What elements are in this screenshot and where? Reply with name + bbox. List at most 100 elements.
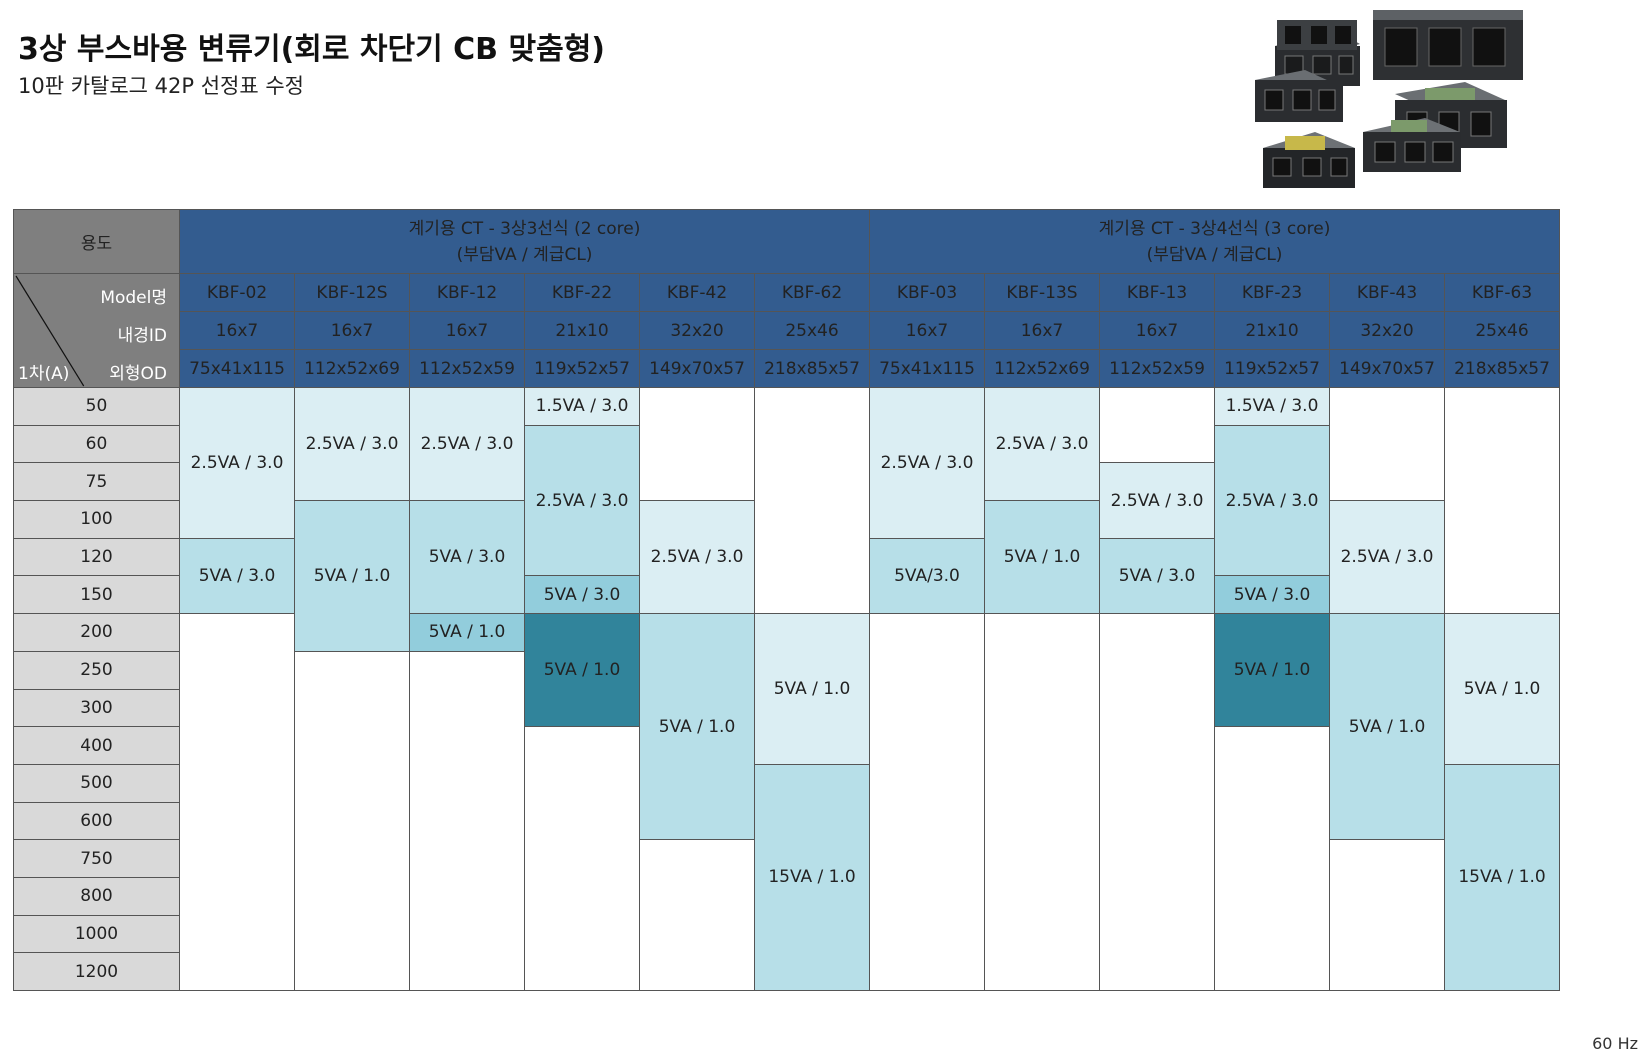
col-model-7: KBF-13S: [984, 273, 1100, 312]
rating-cell: 2.5VA / 3.0: [1214, 424, 1330, 577]
col-id-8: 16x7: [1099, 311, 1215, 350]
diagonal-line: [15, 275, 85, 387]
col-id-0: 16x7: [179, 311, 295, 350]
rating-cell: 2.5VA / 3.0: [869, 387, 985, 539]
col-id-10: 32x20: [1329, 311, 1445, 350]
col-id-11: 25x46: [1444, 311, 1560, 350]
page-subtitle: 10판 카탈로그 42P 선정표 수정: [18, 74, 305, 98]
rating-cell: 5VA / 1.0: [524, 613, 640, 728]
col-id-4: 32x20: [639, 311, 755, 350]
empty-cell: [639, 386, 755, 502]
rating-cell: 5VA/3.0: [869, 537, 985, 615]
col-od-5: 218x85x57: [754, 349, 870, 388]
rating-cell: 5VA / 1.0: [1444, 613, 1560, 765]
empty-cell: [984, 613, 1100, 991]
table-row: 800: [13, 876, 1560, 916]
primary-current-cell: 100: [13, 500, 180, 539]
rating-cell: 1.5VA / 3.0: [1214, 387, 1330, 426]
primary-current-cell: 50: [13, 387, 180, 426]
empty-cell: [1444, 386, 1560, 615]
rating-cell: 5VA / 1.0: [984, 500, 1100, 615]
table-row: 400: [13, 726, 1560, 991]
primary-current-cell: 400: [13, 726, 180, 765]
col-od-10: 149x70x57: [1329, 349, 1445, 388]
primary-current-label: 1차(A): [18, 364, 70, 384]
empty-cell: [1329, 386, 1445, 502]
table-row: 300: [13, 688, 1560, 728]
col-od-1: 112x52x69: [294, 349, 410, 388]
rating-cell: 5VA / 1.0: [1329, 613, 1445, 841]
primary-current-cell: 200: [13, 613, 180, 652]
primary-current-cell: 250: [13, 650, 180, 690]
product-photo: [1255, 10, 1523, 188]
col-od-2: 112x52x59: [409, 349, 525, 388]
col-id-7: 16x7: [984, 311, 1100, 350]
rating-cell: 2.5VA / 3.0: [294, 386, 410, 502]
group-header-3phase-3wire: 계기용 CT - 3상3선식 (2 core) (부담VA / 계급CL): [179, 209, 870, 274]
empty-cell: [524, 726, 640, 991]
empty-cell: [294, 650, 410, 992]
page-title: 3상 부스바용 변류기(회로 차단기 CB 맞춤형): [18, 32, 605, 67]
rating-cell: 2.5VA / 3.0: [639, 500, 755, 615]
group1-subtitle: (부담VA / 계급CL): [456, 244, 593, 265]
col-model-8: KBF-13: [1099, 273, 1215, 312]
col-model-11: KBF-63: [1444, 273, 1560, 312]
empty-cell: [1329, 839, 1445, 991]
rating-cell: 5VA / 1.0: [294, 500, 410, 652]
rating-cell: 5VA / 1.0: [754, 613, 870, 765]
col-id-9: 21x10: [1214, 311, 1330, 350]
table-row: 600: [13, 801, 1560, 841]
primary-current-cell: 750: [13, 839, 180, 878]
primary-current-cell: 300: [13, 688, 180, 728]
col-od-9: 119x52x57: [1214, 349, 1330, 388]
col-model-9: KBF-23: [1214, 273, 1330, 312]
group2-title: 계기용 CT - 3상4선식 (3 core): [1098, 218, 1331, 239]
usage-header: 용도: [13, 209, 180, 274]
rating-cell: 5VA / 1.0: [409, 613, 525, 652]
model-label: Model명: [100, 288, 167, 308]
rating-cell: 5VA / 3.0: [1099, 537, 1215, 615]
col-model-4: KBF-42: [639, 273, 755, 312]
rating-cell: 5VA / 1.0: [1214, 613, 1330, 728]
col-od-7: 112x52x69: [984, 349, 1100, 388]
inner-diameter-label: 내경ID: [117, 326, 167, 346]
rating-cell: 5VA / 3.0: [409, 500, 525, 615]
col-od-11: 218x85x57: [1444, 349, 1560, 388]
primary-current-cell: 600: [13, 801, 180, 841]
col-model-0: KBF-02: [179, 273, 295, 312]
rating-cell: 2.5VA / 3.0: [409, 386, 525, 502]
primary-current-cell: 800: [13, 876, 180, 916]
selection-table: 용도 계기용 CT - 3상3선식 (2 core) (부담VA / 계급CL)…: [13, 209, 1560, 992]
primary-current-cell: 75: [13, 462, 180, 502]
frequency-note: 60 Hz: [1592, 1034, 1638, 1053]
rating-cell: 1.5VA / 3.0: [524, 387, 640, 426]
empty-cell: [409, 650, 525, 992]
col-model-3: KBF-22: [524, 273, 640, 312]
col-od-0: 75x41x115: [179, 349, 295, 388]
rating-cell: 5VA / 3.0: [179, 537, 295, 615]
empty-cell: [1099, 613, 1215, 991]
rating-cell: 5VA / 3.0: [524, 575, 640, 615]
col-model-1: KBF-12S: [294, 273, 410, 312]
rating-cell: 2.5VA / 3.0: [179, 387, 295, 539]
col-od-3: 119x52x57: [524, 349, 640, 388]
col-od-6: 75x41x115: [869, 349, 985, 388]
col-model-2: KBF-12: [409, 273, 525, 312]
col-od-8: 112x52x59: [1099, 349, 1215, 388]
primary-current-cell: 60: [13, 424, 180, 464]
empty-cell: [1099, 386, 1215, 464]
table-row: 60 2.5VA / 3.0 2.5VA / 3.0: [13, 424, 1560, 577]
empty-cell: [754, 386, 870, 615]
col-model-5: KBF-62: [754, 273, 870, 312]
group2-subtitle: (부담VA / 계급CL): [1146, 244, 1283, 265]
rating-cell: 2.5VA / 3.0: [524, 424, 640, 577]
table-row: 250: [13, 650, 1560, 992]
rating-cell: 5VA / 1.0: [639, 613, 755, 841]
